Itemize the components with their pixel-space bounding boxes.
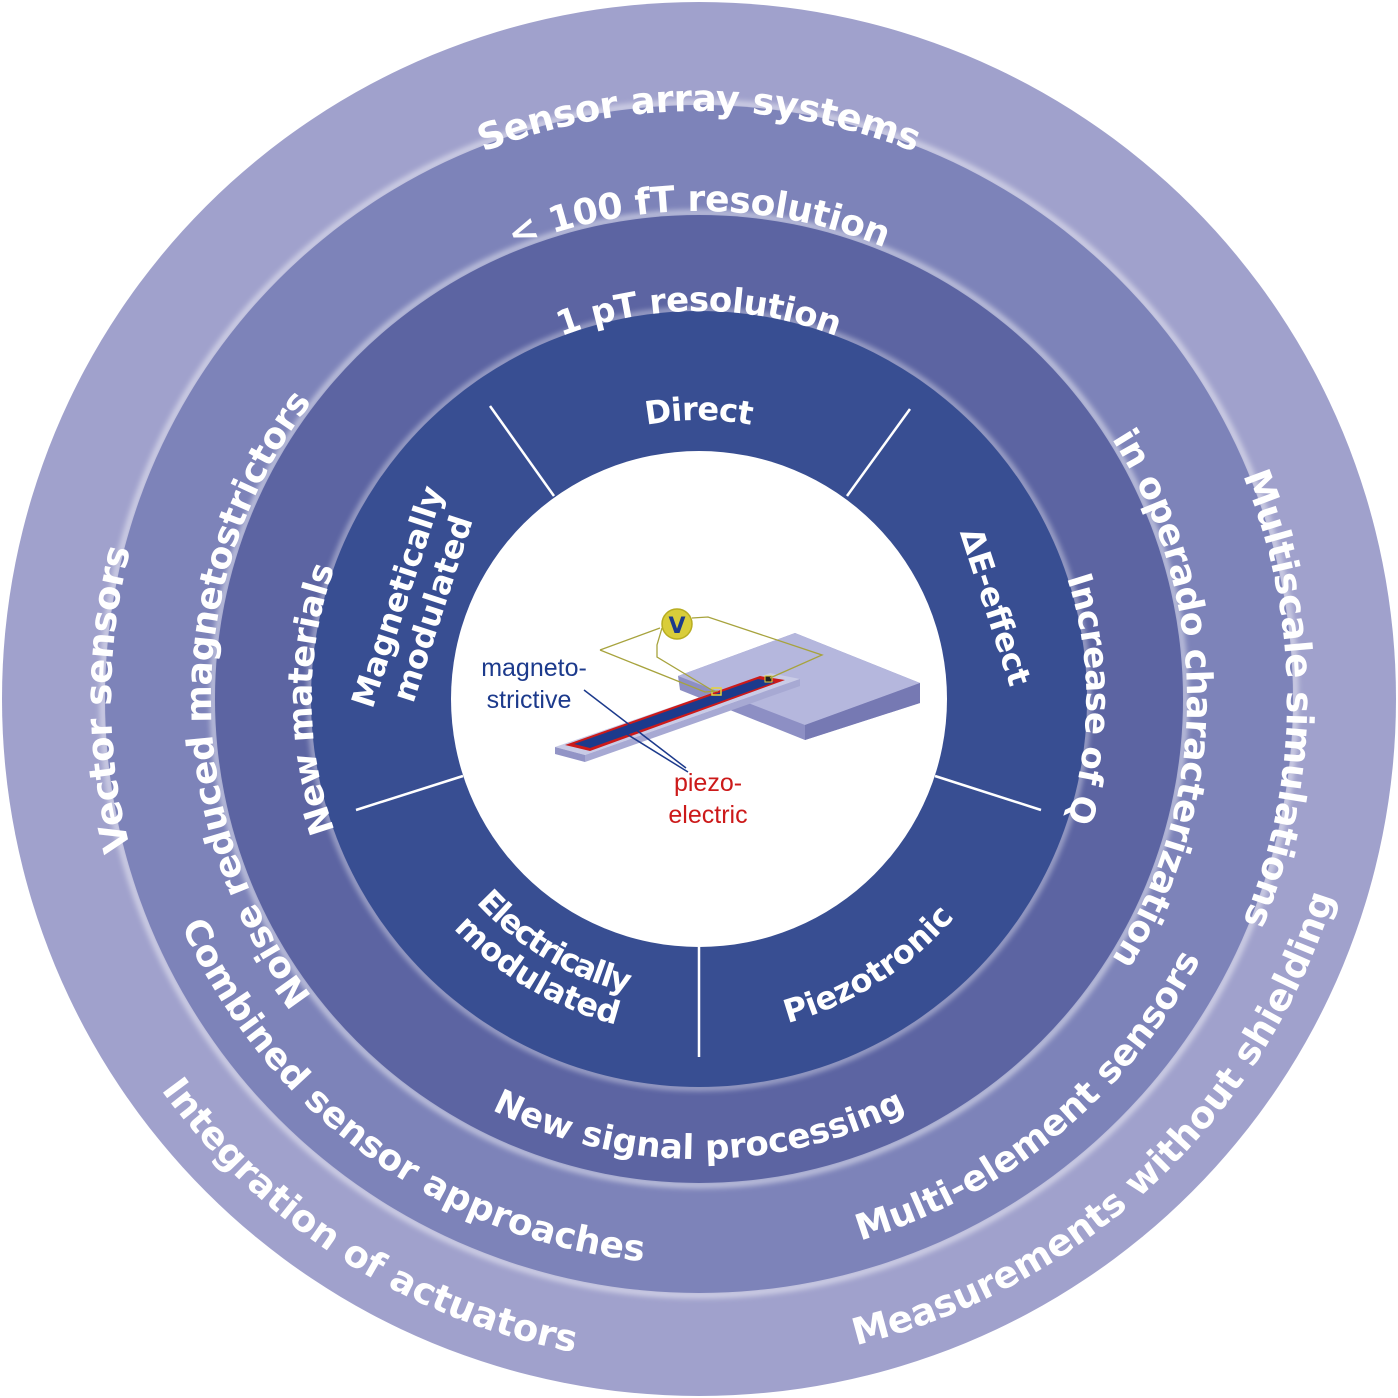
wire-right	[691, 616, 824, 679]
contact-pad-right	[764, 675, 773, 683]
segment-dividers	[355, 405, 1042, 1057]
ring-3-glow	[210, 210, 1188, 1188]
leader-piezoelectric	[624, 732, 689, 773]
sensor-illustration: V	[555, 608, 920, 773]
wire-left-top	[599, 627, 661, 651]
ring-2-glow	[100, 100, 1298, 1298]
label-magnetostrictive-line2: strictive	[487, 686, 572, 714]
segment-ring-glow	[307, 307, 1091, 1091]
divider-direct-magnetically	[488, 405, 556, 497]
label-magnetostrictive-line1: magneto-	[481, 654, 587, 682]
divider-direct-deltae	[845, 408, 912, 497]
segment-direct: Direct	[642, 390, 756, 433]
leader-magnetostrictive	[583, 689, 687, 769]
wire-left-down	[599, 649, 719, 693]
divider-electrically-magnetically	[355, 774, 464, 812]
voltmeter-symbol: V	[668, 614, 685, 639]
magnetostrictive-layer	[574, 679, 775, 748]
substrate-front	[805, 683, 920, 740]
voltmeter-icon	[661, 608, 693, 640]
divider-deltae-piezotronic	[934, 774, 1042, 812]
wire-left	[656, 627, 716, 693]
cantilever-end	[555, 747, 585, 762]
label-piezoelectric-line2: electric	[668, 801, 747, 829]
label-piezoelectric-line1: piezo-	[674, 769, 742, 797]
